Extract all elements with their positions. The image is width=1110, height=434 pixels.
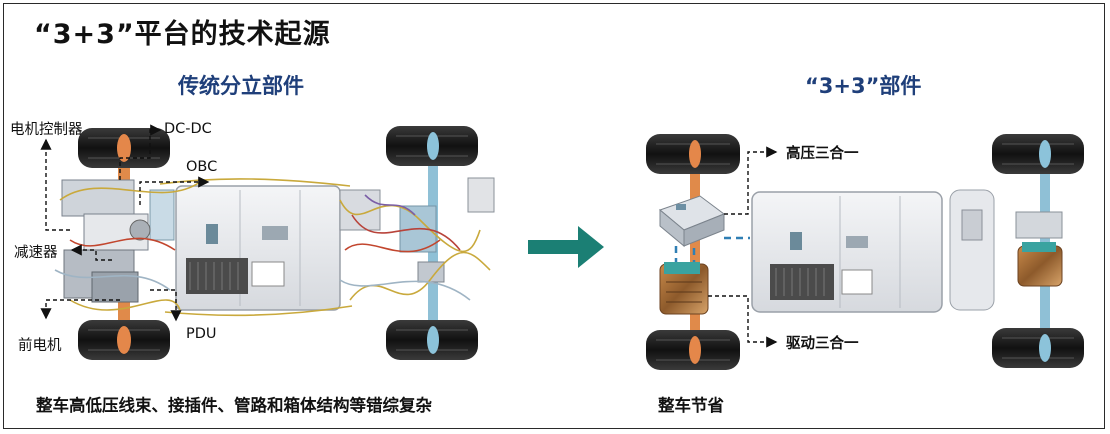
page-title: “3+3”平台的技术起源 bbox=[34, 19, 331, 50]
left-chassis bbox=[40, 124, 495, 360]
transition-arrow bbox=[528, 226, 604, 268]
label-drive-three-in-one: 驱动三合一 bbox=[786, 336, 859, 352]
right-chassis bbox=[646, 134, 1084, 370]
tire-rr-bottom bbox=[992, 328, 1084, 368]
right-caption: 整车节省 bbox=[658, 396, 724, 415]
slide-frame bbox=[3, 3, 1105, 429]
label-obc: OBC bbox=[186, 159, 218, 175]
label-hv-three-in-one: 高压三合一 bbox=[786, 146, 859, 162]
label-dcdc: DC-DC bbox=[164, 121, 212, 137]
leader-front-motor bbox=[40, 299, 120, 320]
leader-reducer bbox=[70, 244, 112, 261]
tire-rr-top bbox=[992, 134, 1084, 174]
label-motor-controller: 电机控制器 bbox=[10, 122, 83, 138]
left-caption: 整车高低压线束、接插件、管路和箱体结构等错综复杂 bbox=[36, 396, 432, 415]
leader-dcdc bbox=[119, 124, 162, 180]
label-pdu: PDU bbox=[186, 326, 217, 342]
leader-pdu bbox=[150, 289, 182, 322]
hv-three-in-one-module bbox=[659, 195, 726, 248]
leader-motor-controller bbox=[40, 138, 70, 231]
label-reducer: 减速器 bbox=[14, 245, 58, 261]
right-panel-heading: “3+3”部件 bbox=[805, 74, 922, 98]
label-front-motor: 前电机 bbox=[18, 338, 62, 354]
drive-three-in-one-module bbox=[659, 262, 709, 315]
caption-fade-overlay bbox=[728, 386, 818, 420]
leader-obc bbox=[139, 176, 210, 205]
leader-hv-three-in-one bbox=[724, 146, 778, 215]
left-panel-heading: 传统分立部件 bbox=[178, 74, 304, 98]
leader-drive-three-in-one bbox=[708, 295, 778, 348]
